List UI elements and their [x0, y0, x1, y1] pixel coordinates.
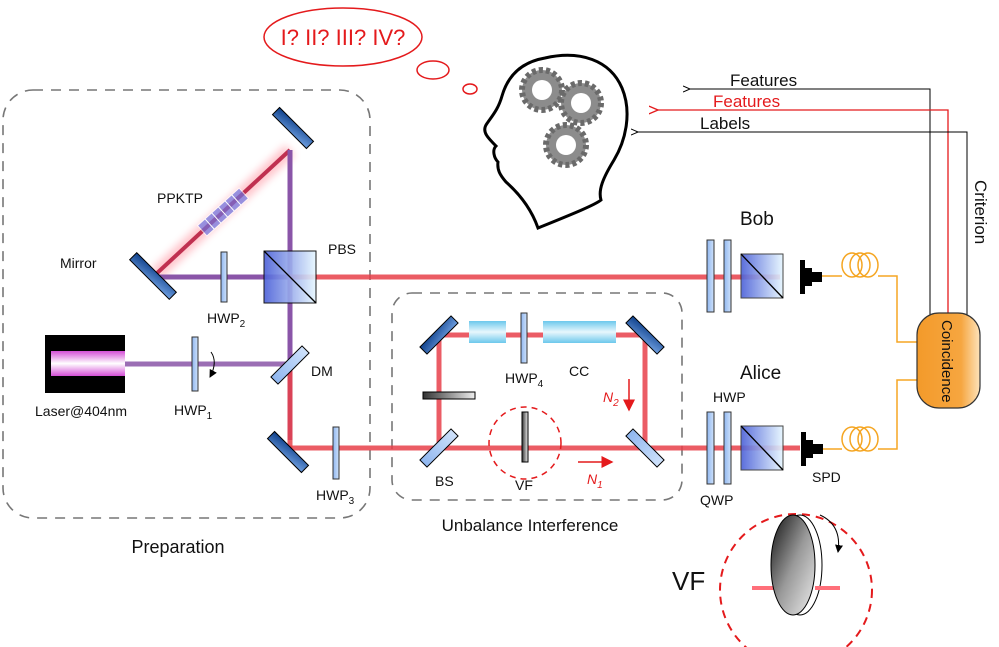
rotation-arrow-icon — [819, 514, 843, 553]
hwp4-label: HWP4 — [505, 370, 544, 390]
fiber-coil-icon — [822, 252, 917, 343]
features-label-2: Features — [713, 92, 780, 111]
pbs-cube — [263, 250, 317, 304]
hwp3-plate — [332, 426, 340, 480]
hwp3-label: HWP3 — [316, 487, 355, 507]
preparation-title: Preparation — [131, 537, 224, 557]
labels-label: Labels — [700, 114, 750, 133]
vf-plate — [521, 411, 529, 463]
vf-label: VF — [515, 477, 533, 493]
hwp2-plate — [220, 251, 228, 303]
gear-icon — [543, 122, 589, 168]
n2-label: N2 — [603, 389, 619, 409]
pbs-label: PBS — [328, 241, 356, 257]
hwp4-plate — [520, 312, 528, 364]
beam-splitter-icon — [625, 428, 665, 468]
attenuator-plate — [422, 391, 476, 400]
mirror-icon — [625, 315, 665, 355]
hwp2-label: HWP2 — [207, 310, 246, 330]
ppktp-label: PPKTP — [157, 190, 203, 206]
criterion-label: Criterion — [971, 180, 990, 244]
vf-highlight-circle — [488, 406, 562, 480]
mirror-icon — [266, 430, 310, 474]
feedback-lines: Features Features Labels Criterion — [638, 71, 990, 330]
interference-title: Unbalance Interference — [442, 516, 619, 535]
cc-crystal-1 — [469, 321, 506, 343]
interference-box — [391, 292, 683, 501]
n1-label: N1 — [587, 471, 603, 491]
hwp1-plate — [191, 336, 199, 392]
mirror-icon — [271, 106, 315, 150]
coincidence-unit — [916, 312, 981, 409]
thought-bubble: I? II? III? IV? — [263, 7, 478, 95]
thought-text: I? II? III? IV? — [281, 25, 406, 50]
alice-analyzer — [706, 411, 784, 485]
head-icon — [483, 53, 629, 230]
beam-splitter-icon — [419, 428, 459, 468]
features-label-1: Features — [730, 71, 797, 90]
rotation-arrow-icon — [209, 351, 217, 378]
preparation-box — [2, 89, 371, 519]
bs-label: BS — [435, 473, 454, 489]
cc-crystal-2 — [543, 321, 616, 343]
laser-source — [45, 335, 125, 393]
coincidence-label: Coincidence — [938, 320, 955, 403]
alice-hwp-label: HWP — [713, 389, 746, 405]
dichroic-mirror-icon — [270, 345, 310, 385]
laser-label: Laser@404nm — [35, 403, 127, 419]
detector-icon — [800, 260, 822, 294]
bob-analyzer — [706, 239, 784, 313]
ppktp-crystal — [196, 187, 250, 237]
mirror-icon — [419, 315, 459, 355]
vf-inset: VF — [672, 513, 873, 647]
vf-inset-label: VF — [672, 566, 705, 596]
alice-title: Alice — [740, 363, 781, 384]
spd-label: SPD — [812, 469, 841, 485]
cc-label: CC — [569, 363, 589, 379]
mirror-label: Mirror — [60, 255, 97, 271]
hwp1-label: HWP1 — [174, 402, 213, 422]
detector-icon — [801, 432, 823, 466]
fiber-coil-icon — [823, 379, 917, 452]
gear-icon — [519, 67, 565, 113]
bob-title: Bob — [740, 209, 774, 230]
mirror-icon — [128, 251, 178, 301]
qwp-label: QWP — [700, 492, 733, 508]
gear-icon — [558, 80, 604, 126]
dm-label: DM — [311, 363, 333, 379]
